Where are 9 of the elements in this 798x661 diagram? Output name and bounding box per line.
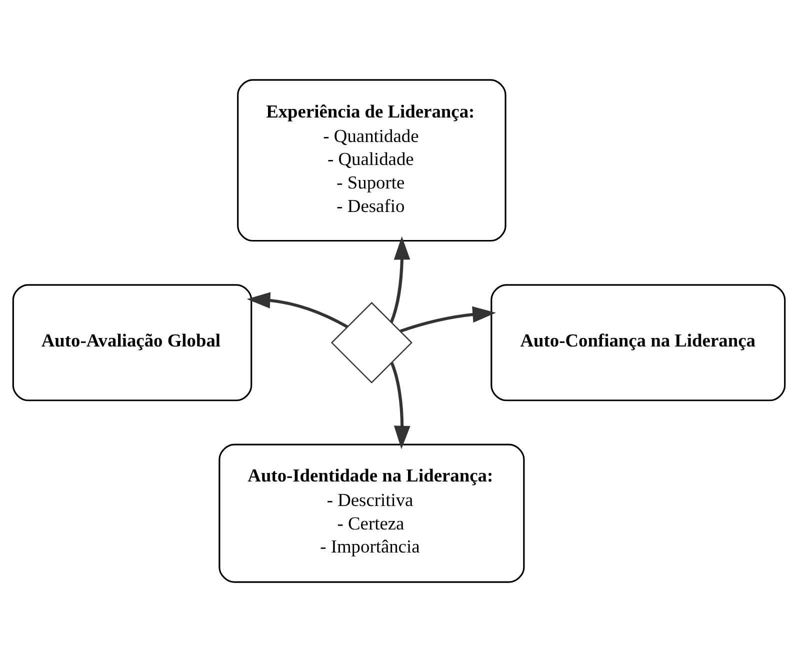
node-box: Experiência de Liderança: - Quantidade - Qualidade - Suporte - Desafio: [237, 78, 506, 242]
arrow: [390, 362, 410, 449]
arrow: [390, 236, 410, 322]
arrow: [400, 306, 496, 332]
node-box: Auto-Avaliação Global: [12, 284, 252, 401]
node-box: Auto-Confiança na Liderança: [490, 284, 786, 401]
node-box: Auto-Identidade na Liderança: - Descritiva - Certeza - Importância: [218, 443, 525, 582]
arrow: [246, 292, 348, 328]
node-cross: [330, 301, 412, 383]
